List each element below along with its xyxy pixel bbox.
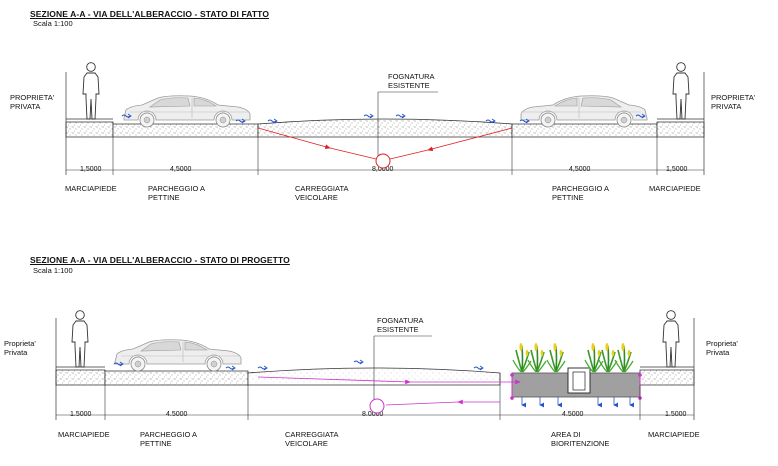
section2-dim-right-sidewalk: 1.5000: [665, 411, 687, 418]
section2-car-icon: [114, 339, 242, 372]
section2-scale: Scala 1:100: [33, 266, 73, 275]
section1-right-sidewalk-label: MARCIAPIEDE: [649, 184, 701, 193]
section1-scale: Scala 1:100: [33, 19, 73, 28]
section2-person-right-icon: [662, 310, 680, 368]
section1-sewer-pipe-icon: [375, 153, 391, 169]
section2-dim-left-sidewalk: 1.5000: [70, 411, 92, 418]
section1-dim-left-sidewalk: 1,5000: [80, 166, 102, 173]
section1-left-property-label: PROPRIETA'PRIVATA: [10, 93, 55, 111]
section2-dim-carriageway: 8.0000: [362, 411, 384, 418]
section2-left-property-label: Proprieta'Privata: [4, 339, 36, 357]
section1-dim-left-parking: 4,5000: [170, 166, 192, 173]
section1-dim-right-sidewalk: 1,5000: [666, 166, 688, 173]
section1-right-property-label: PROPRIETA'PRIVATA: [711, 93, 756, 111]
section1-person-left-icon: [82, 62, 100, 120]
section1-car-left-icon: [123, 95, 251, 128]
section1-car-right-icon: [520, 95, 648, 128]
section2-sewer-pipe-icon: [369, 398, 385, 414]
section2-title: SEZIONE A-A - VIA DELL'ALBERACCIO - STAT…: [30, 255, 290, 265]
section2-left-sidewalk-label: MARCIAPIEDE: [58, 430, 110, 439]
section2-dim-bioretention: 4.5000: [562, 411, 584, 418]
section2-right-sidewalk-label: MARCIAPIEDE: [648, 430, 700, 439]
section1-dim-carriageway: 8,0000: [372, 166, 394, 173]
section2-person-left-icon: [71, 310, 89, 368]
section1-title: SEZIONE A-A - VIA DELL'ALBERACCIO - STAT…: [30, 9, 270, 19]
section1-drawing: [65, 62, 705, 175]
infiltration-arrows: [521, 397, 634, 408]
section1-dim-right-parking: 4,5000: [569, 166, 591, 173]
section1-left-sidewalk-label: MARCIAPIEDE: [65, 184, 117, 193]
section1-person-right-icon: [672, 62, 690, 120]
section2-dim-left-parking: 4.5000: [166, 411, 188, 418]
section2-drawing: [55, 310, 695, 420]
section2-right-property-label: Proprieta'Privata: [706, 339, 738, 357]
